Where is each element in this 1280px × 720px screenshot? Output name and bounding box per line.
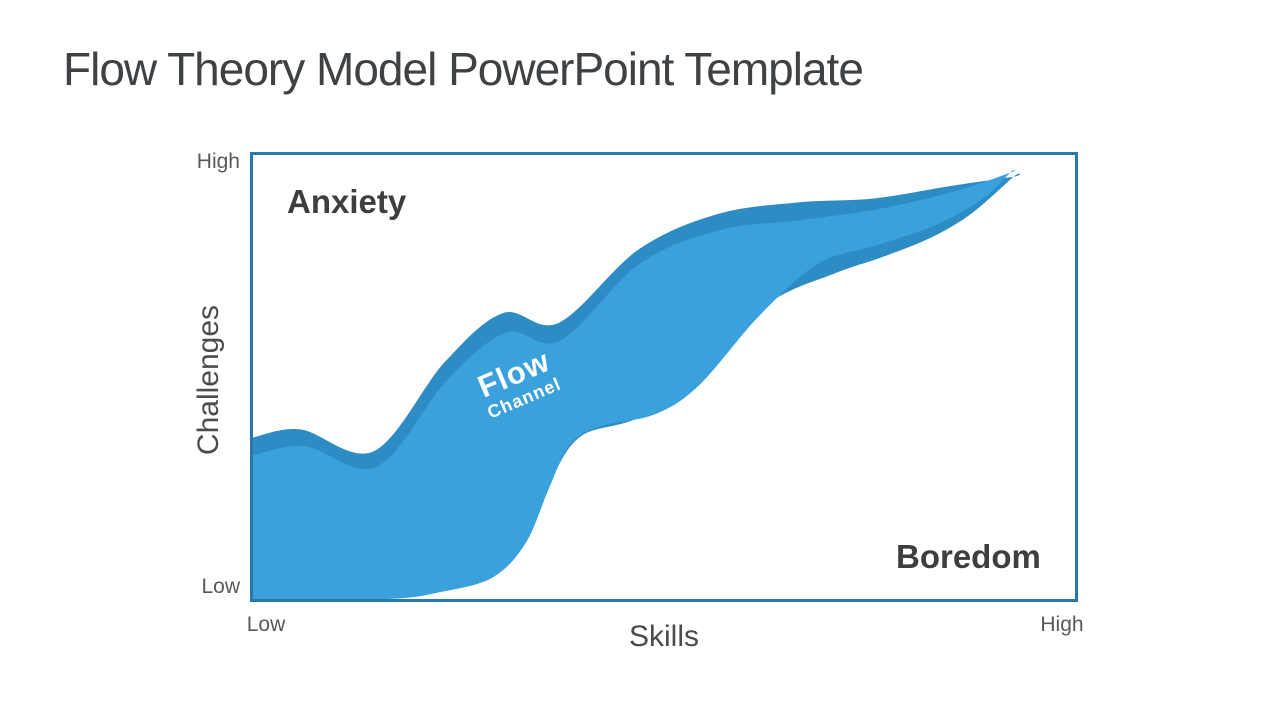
y-axis-tick-high: High xyxy=(196,150,240,173)
boredom-region-label: Boredom xyxy=(896,538,1041,575)
page-title: Flow Theory Model PowerPoint Template xyxy=(63,43,864,95)
y-axis-tick-low: Low xyxy=(201,575,240,598)
x-axis-tick-low: Low xyxy=(246,613,286,636)
x-axis-tick-high: High xyxy=(1040,613,1084,636)
flow-band-main-layer xyxy=(253,170,1016,599)
y-axis-title: Challenges xyxy=(192,304,225,456)
flow-chart-plot-area: Anxiety Boredom Flow Channel xyxy=(250,152,1078,602)
flow-band-chart xyxy=(253,170,1021,599)
anxiety-region-label: Anxiety xyxy=(287,183,407,220)
x-axis-title: Skills xyxy=(628,620,699,653)
